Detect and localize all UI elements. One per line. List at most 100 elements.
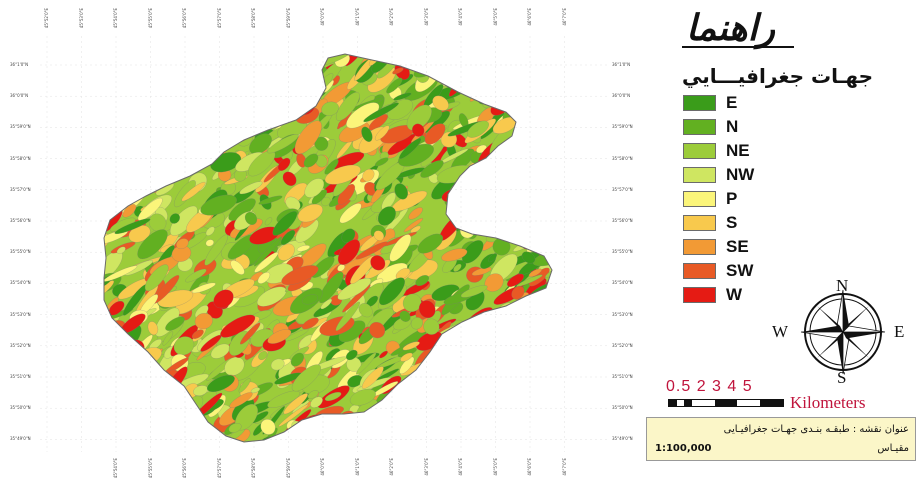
legend-item: S	[683, 213, 738, 232]
legend-label: NE	[726, 141, 750, 160]
bottom-longitude-label: 46°1'0"E	[354, 458, 360, 476]
bottom-longitude-label: 46°3'0"E	[423, 458, 429, 476]
top-longitude-label: 46°1'0"E	[354, 8, 360, 26]
left-latitude-label: 36°1'0"N	[10, 62, 29, 67]
left-latitude-label: 35°53'0"N	[10, 311, 31, 317]
right-latitude-label: 35°58'0"N	[612, 155, 633, 161]
legend-swatch	[683, 167, 716, 183]
left-latitude-label: 35°51'0"N	[10, 374, 31, 379]
legend-title-underline	[682, 46, 794, 48]
left-latitude-label: 35°57'0"N	[10, 186, 31, 192]
legend-item: N	[683, 117, 739, 136]
bottom-longitude-label: 45°59'0"E	[285, 458, 291, 479]
legend-swatch	[683, 119, 716, 135]
top-longitude-label: 46°7'0"E	[561, 8, 567, 26]
compass-rose-icon	[800, 289, 886, 375]
aspect-map[interactable]	[0, 0, 640, 478]
compass-west-label: W	[772, 322, 789, 341]
top-longitude-label: 45°56'0"E	[182, 8, 187, 29]
legend-title: راهنما	[686, 7, 776, 49]
map-title: عنوان نقشه : طبقـه بنـدى جهـات جغرافيـاي…	[723, 424, 909, 435]
left-latitude-label: 35°59'0"N	[10, 124, 31, 130]
legend-swatch	[683, 95, 716, 111]
right-latitude-label: 35°51'0"N	[612, 374, 633, 379]
right-latitude-label: 35°50'0"N	[612, 405, 633, 411]
top-longitude-label: 45°58'0"E	[251, 8, 256, 29]
left-latitude-label: 35°58'0"N	[10, 155, 31, 161]
map-frame: 45°52'0"E 45°53'0"E 45°54'0"E 45°55'0"E 45°5…	[0, 0, 640, 479]
top-longitude-label: 46°3'0"E	[423, 8, 429, 26]
compass-north-label: N	[836, 276, 849, 295]
legend-item: NE	[683, 141, 750, 160]
bottom-longitude-label: 45°56'0"E	[182, 458, 187, 479]
legend-label: SE	[726, 237, 749, 256]
right-latitude-label: 35°59'0"N	[612, 124, 633, 130]
legend-swatch	[683, 287, 716, 303]
right-latitude-label: 35°56'0"N	[612, 218, 633, 223]
legend-item: NW	[683, 165, 755, 184]
legend-swatch	[683, 191, 716, 207]
bottom-longitude-label: 46°7'0"E	[561, 458, 567, 476]
left-latitude-label: 35°55'0"N	[10, 249, 31, 255]
legend-label: SW	[726, 261, 754, 280]
top-longitude-label: 45°53'0"E	[78, 8, 84, 29]
legend-subtitle: جهـات جغرافيـــايي	[682, 64, 874, 88]
bottom-longitude-label: 46°0'0"E	[320, 458, 325, 476]
top-longitude-label: 46°5'0"E	[492, 8, 498, 26]
right-latitude-label: 35°55'0"N	[612, 249, 633, 255]
legend-item: SE	[683, 237, 749, 256]
top-longitude-label: 46°4'0"E	[458, 8, 463, 26]
left-latitude-label: 35°56'0"N	[10, 218, 31, 223]
right-latitude-label: 35°53'0"N	[612, 311, 633, 317]
legend-swatch	[683, 143, 716, 159]
left-latitude-label: 35°49'0"N	[10, 436, 31, 442]
legend-swatch	[683, 263, 716, 279]
bottom-longitude-label: 45°55'0"E	[147, 458, 153, 479]
legend-item: P	[683, 189, 738, 208]
right-latitude-label: 35°52'0"N	[612, 342, 633, 348]
left-latitude-label: 36°0'0"N	[10, 93, 29, 99]
top-longitude-label: 46°6'0"E	[527, 8, 532, 26]
top-longitude-label: 46°0'0"E	[320, 8, 325, 26]
legend-label: W	[726, 285, 743, 304]
compass-south-label: S	[837, 368, 847, 387]
map-scale-value: 1:100,000	[655, 443, 712, 454]
legend-item: W	[683, 285, 743, 304]
scale-bar	[668, 399, 784, 407]
bottom-longitude-label: 45°58'0"E	[251, 458, 256, 479]
legend-swatch	[683, 239, 716, 255]
legend-swatch	[683, 215, 716, 231]
scale-bar-numbers: 0.5 2 3 4 5	[666, 378, 753, 395]
legend-item: E	[683, 93, 738, 112]
left-latitude-label: 35°52'0"N	[10, 342, 31, 348]
north-arrow-compass: N S E W	[770, 276, 916, 387]
left-latitude-label: 35°50'0"N	[10, 405, 31, 411]
bottom-longitude-label: 45°54'0"E	[113, 458, 118, 479]
bottom-longitude-label: 46°4'0"E	[458, 458, 463, 476]
right-latitude-label: 35°57'0"N	[612, 186, 633, 192]
aspect-patches	[104, 54, 552, 442]
legend-label: S	[726, 213, 738, 232]
right-latitude-label: 35°54'0"N	[612, 280, 633, 286]
bottom-longitude-label: 46°5'0"E	[492, 458, 498, 476]
map-info-box: عنوان نقشه : طبقـه بنـدى جهـات جغرافيـاي…	[646, 417, 916, 461]
top-longitude-label: 45°57'0"E	[216, 8, 222, 29]
top-longitude-label: 46°2'0"E	[389, 8, 394, 26]
compass-east-label: E	[894, 322, 905, 341]
top-longitude-label: 45°52'0"E	[44, 8, 49, 29]
legend-item: SW	[683, 261, 754, 280]
right-latitude-label: 36°0'0"N	[612, 93, 631, 99]
legend-label: E	[726, 93, 738, 112]
legend-label: NW	[726, 165, 755, 184]
legend-label: P	[726, 189, 738, 208]
map-scale-label: مقيـاس	[877, 443, 909, 454]
left-latitude-label: 35°54'0"N	[10, 280, 31, 286]
legend-label: N	[726, 117, 739, 136]
top-longitude-label: 45°54'0"E	[113, 8, 118, 29]
bottom-longitude-label: 46°6'0"E	[527, 458, 532, 476]
top-longitude-label: 45°55'0"E	[147, 8, 153, 29]
top-longitude-label: 45°59'0"E	[285, 8, 291, 29]
bottom-longitude-label: 45°57'0"E	[216, 458, 222, 479]
right-latitude-label: 35°49'0"N	[612, 436, 633, 442]
bottom-longitude-label: 46°2'0"E	[389, 458, 394, 476]
